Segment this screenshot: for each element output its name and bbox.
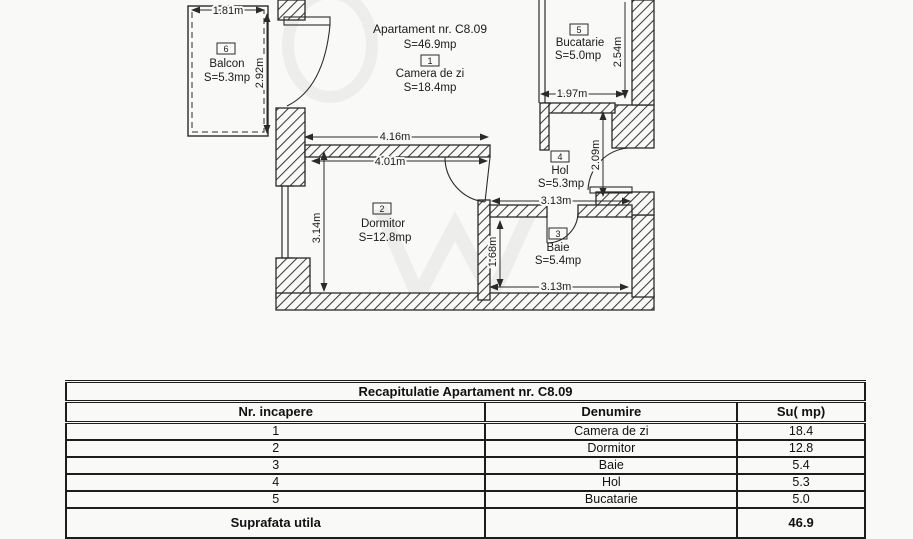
apartment-title: Apartament nr. C8.09 bbox=[373, 22, 487, 36]
room-living-name: Camera de zi bbox=[396, 68, 464, 80]
dim-living-width-b: 4.01m bbox=[375, 156, 406, 168]
baie-door-swing bbox=[546, 211, 579, 244]
room-baie-area: S=5.4mp bbox=[535, 255, 581, 267]
summary-table: Recapitulatie Apartament nr. C8.09 Nr. i… bbox=[64, 380, 866, 539]
floor-plan: 1.81m 2.92m 4.16m 4.01m 3.14m 1.97m 2.54… bbox=[187, 0, 655, 313]
walls bbox=[275, 0, 655, 311]
apartment-area: S=46.9mp bbox=[404, 39, 457, 51]
wall-left-mid bbox=[275, 107, 306, 187]
table-total-row: Suprafata utila 46.9 bbox=[64, 508, 866, 539]
wall-right-top bbox=[631, 0, 655, 106]
cell-area: 5.3 bbox=[736, 474, 866, 492]
thin-partitions bbox=[278, 0, 546, 259]
cell-name: Dormitor bbox=[484, 440, 739, 458]
table-header-row: Nr. incapere Denumire Su( mp) bbox=[64, 401, 866, 424]
cell-number: 4 bbox=[64, 474, 487, 492]
balcony-door-leaf bbox=[283, 16, 331, 26]
cell-number: 5 bbox=[64, 491, 487, 509]
entrance-door-leaf bbox=[589, 186, 633, 194]
room-balcon-number: 6 bbox=[223, 44, 228, 54]
wall-baie-top-left bbox=[489, 204, 548, 218]
dim-hol-height: 2.09m bbox=[590, 140, 602, 171]
header-su-mp: Su( mp) bbox=[736, 401, 866, 424]
wall-hol-top bbox=[542, 102, 616, 114]
cell-area: 5.4 bbox=[736, 457, 866, 475]
room-hol-name: Hol bbox=[551, 165, 568, 177]
dim-baie-height: 1.68m bbox=[487, 237, 499, 268]
dim-bucatarie-height: 2.54m bbox=[612, 37, 624, 68]
table-row: 4 Hol 5.3 bbox=[64, 474, 866, 492]
balcony-door-swing bbox=[286, 24, 331, 107]
room-hol-area: S=5.3mp bbox=[538, 178, 584, 190]
room-bucatarie-name: Bucatarie bbox=[556, 37, 605, 49]
total-label: Suprafata utila bbox=[64, 508, 487, 539]
wall-bottom bbox=[275, 292, 655, 311]
table-row: 3 Baie 5.4 bbox=[64, 457, 866, 475]
room-baie-name: Baie bbox=[546, 242, 569, 254]
wall-living-hol bbox=[539, 102, 550, 151]
total-empty-cell bbox=[484, 508, 739, 539]
room-bucatarie-area: S=5.0mp bbox=[555, 50, 601, 62]
wall-entry-block bbox=[611, 104, 655, 149]
watermark bbox=[282, 0, 539, 313]
cell-number: 3 bbox=[64, 457, 487, 475]
cell-area: 12.8 bbox=[736, 440, 866, 458]
cell-number: 1 bbox=[64, 422, 487, 441]
room-number-boxes bbox=[216, 23, 589, 240]
dim-baie-width: 3.13m bbox=[541, 281, 572, 293]
room-dormitor-name: Dormitor bbox=[361, 218, 405, 230]
room-dormitor-number: 2 bbox=[379, 204, 384, 214]
dim-balcony-width: 1.81m bbox=[213, 5, 244, 17]
wall-baie-left bbox=[477, 199, 491, 301]
cell-name: Hol bbox=[484, 474, 739, 492]
header-nr-incapere: Nr. incapere bbox=[64, 401, 487, 424]
wall-baie-top-right bbox=[577, 204, 633, 218]
dormitor-door-leaf bbox=[484, 156, 491, 203]
cell-name: Camera de zi bbox=[484, 422, 739, 441]
cell-area: 18.4 bbox=[736, 422, 866, 441]
header-denumire: Denumire bbox=[484, 401, 739, 424]
dormitor-door-swing bbox=[444, 156, 486, 203]
table-title-row: Recapitulatie Apartament nr. C8.09 bbox=[65, 380, 866, 403]
dim-bucatarie-width: 1.97m bbox=[557, 88, 588, 100]
room-dormitor-area: S=12.8mp bbox=[359, 232, 412, 244]
wall-left-top bbox=[277, 0, 306, 21]
dim-living-width-a: 4.16m bbox=[380, 131, 411, 143]
room-hol-number: 4 bbox=[557, 152, 562, 162]
room-balcon-name: Balcon bbox=[209, 58, 244, 70]
wall-right-bottom bbox=[631, 214, 655, 298]
table-row: 2 Dormitor 12.8 bbox=[64, 440, 866, 458]
dim-balcony-height: 2.92m bbox=[254, 58, 266, 89]
cell-name: Baie bbox=[484, 457, 739, 475]
room-living-number: 1 bbox=[427, 56, 432, 66]
dim-dormitor-height: 3.14m bbox=[311, 213, 323, 244]
table-title: Recapitulatie Apartament nr. C8.09 bbox=[65, 380, 866, 403]
cell-name: Bucatarie bbox=[484, 491, 739, 509]
dim-hol-width: 3.13m bbox=[541, 195, 572, 207]
cell-area: 5.0 bbox=[736, 491, 866, 509]
room-bucatarie-number: 5 bbox=[576, 25, 581, 35]
dimension-lines bbox=[191, 2, 631, 292]
cell-number: 2 bbox=[64, 440, 487, 458]
wall-left-corner bbox=[275, 257, 311, 299]
total-value: 46.9 bbox=[736, 508, 866, 539]
room-balcon-area: S=5.3mp bbox=[204, 72, 250, 84]
room-baie-number: 3 bbox=[555, 229, 560, 239]
table-row: 1 Camera de zi 18.4 bbox=[64, 422, 866, 441]
table-row: 5 Bucatarie 5.0 bbox=[64, 491, 866, 509]
wall-living-dormitor bbox=[304, 144, 491, 158]
room-living-area: S=18.4mp bbox=[404, 82, 457, 94]
